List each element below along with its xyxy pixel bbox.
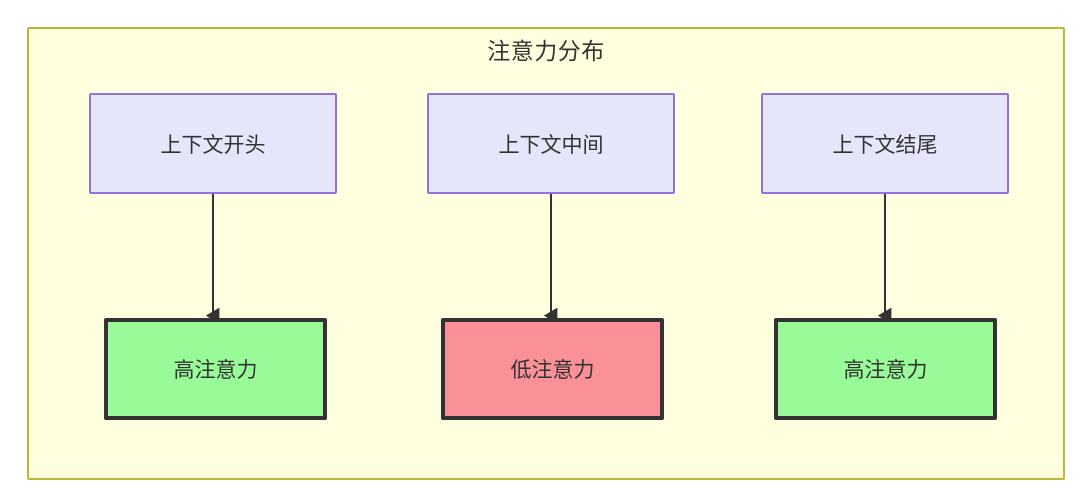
diagram-title: 注意力分布 <box>487 39 605 65</box>
node-high-attention-left-label: 高注意力 <box>173 358 258 382</box>
node-context-end-label: 上下文结尾 <box>832 132 938 157</box>
node-context-start[interactable]: 上下文开头 <box>89 93 337 194</box>
node-low-attention-middle[interactable]: 低注意力 <box>441 318 664 420</box>
node-context-end[interactable]: 上下文结尾 <box>761 93 1009 194</box>
node-high-attention-right[interactable]: 高注意力 <box>774 318 997 420</box>
node-high-attention-right-label: 高注意力 <box>843 358 928 382</box>
node-context-middle-label: 上下文中间 <box>498 132 604 157</box>
node-low-attention-middle-label: 低注意力 <box>510 358 595 382</box>
node-context-start-label: 上下文开头 <box>160 132 266 157</box>
node-high-attention-left[interactable]: 高注意力 <box>104 318 327 420</box>
node-context-middle[interactable]: 上下文中间 <box>427 93 675 194</box>
